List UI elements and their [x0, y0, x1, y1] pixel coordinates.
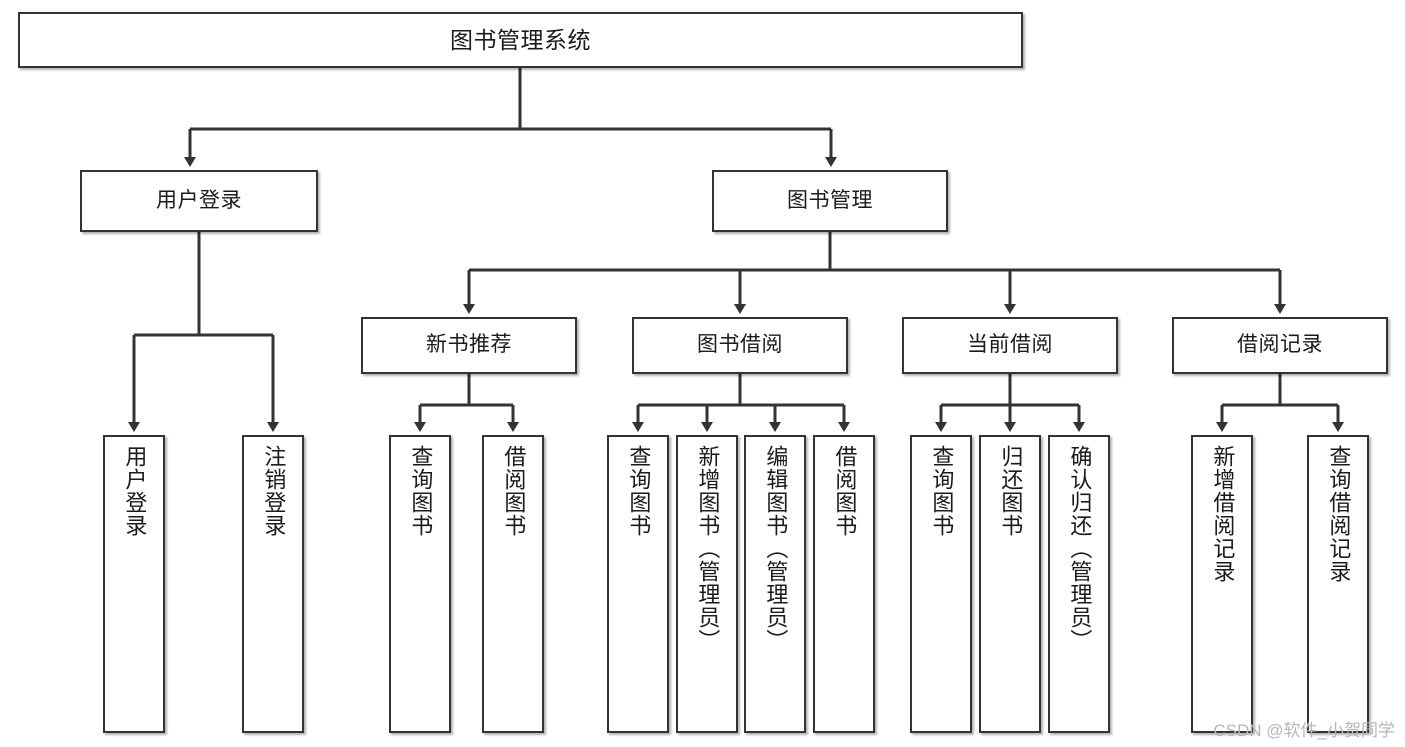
node-label: 借阅记录 — [1237, 333, 1323, 357]
node-leaf-borrow-book[interactable]: 借阅图书 — [813, 435, 875, 733]
node-label: 图书管理系统 — [450, 26, 591, 53]
node-leaf-query-book[interactable]: 查询图书 — [607, 435, 669, 733]
node-new-book-recommend[interactable]: 新书推荐 — [361, 317, 577, 374]
node-label: 新书推荐 — [426, 333, 512, 357]
node-leaf-confirm-return-admin[interactable]: 确认归还（管理员） — [1048, 435, 1110, 733]
node-label: 确认归还（管理员） — [1067, 445, 1093, 652]
node-leaf-add-borrow-record[interactable]: 新增借阅记录 — [1191, 435, 1253, 733]
node-root-book-management-system[interactable]: 图书管理系统 — [18, 12, 1023, 68]
node-label: 新增借阅记录 — [1210, 445, 1236, 583]
node-label: 注销登录 — [261, 445, 287, 537]
node-leaf-logout[interactable]: 注销登录 — [242, 435, 304, 733]
node-leaf-query-book-recommend[interactable]: 查询图书 — [389, 435, 451, 733]
node-leaf-add-book-admin[interactable]: 新增图书（管理员） — [676, 435, 738, 733]
node-leaf-edit-book-admin[interactable]: 编辑图书（管理员） — [744, 435, 806, 733]
node-label: 查询图书 — [626, 445, 652, 537]
node-label: 编辑图书（管理员） — [763, 445, 789, 652]
node-leaf-return-book[interactable]: 归还图书 — [979, 435, 1041, 733]
node-leaf-query-borrow-record[interactable]: 查询借阅记录 — [1307, 435, 1369, 733]
node-leaf-borrow-book-recommend[interactable]: 借阅图书 — [482, 435, 544, 733]
node-label: 用户登录 — [156, 188, 242, 212]
node-label: 新增图书（管理员） — [695, 445, 721, 652]
node-user-login[interactable]: 用户登录 — [80, 170, 318, 232]
node-leaf-user-login[interactable]: 用户登录 — [103, 435, 165, 733]
node-leaf-query-book-current[interactable]: 查询图书 — [910, 435, 972, 733]
node-book-management[interactable]: 图书管理 — [712, 170, 948, 232]
node-current-borrow[interactable]: 当前借阅 — [902, 317, 1118, 374]
node-label: 查询借阅记录 — [1326, 445, 1352, 583]
node-borrow-record[interactable]: 借阅记录 — [1172, 317, 1388, 374]
node-book-borrow[interactable]: 图书借阅 — [632, 317, 848, 374]
node-label: 图书管理 — [787, 188, 873, 212]
node-label: 归还图书 — [998, 445, 1024, 537]
node-label: 当前借阅 — [967, 333, 1053, 357]
csdn-watermark: CSDN @软件_小贺同学 — [1213, 721, 1395, 740]
node-label: 查询图书 — [408, 445, 434, 537]
node-label: 借阅图书 — [832, 445, 858, 537]
node-label: 查询图书 — [929, 445, 955, 537]
node-label: 借阅图书 — [501, 445, 527, 537]
node-label: 图书借阅 — [697, 333, 783, 357]
node-label: 用户登录 — [122, 445, 148, 537]
